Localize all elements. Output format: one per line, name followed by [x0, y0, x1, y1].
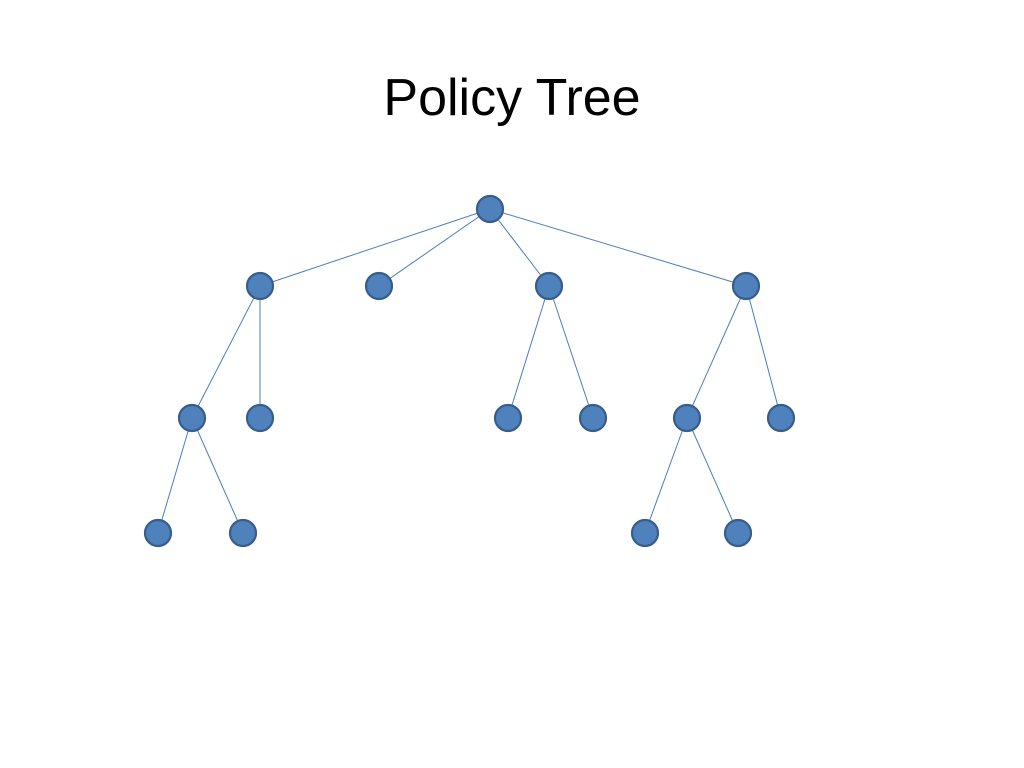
tree-node-c — [534, 271, 564, 301]
tree-edge-root-a — [259, 208, 491, 287]
tree-edge-d1-d1x — [644, 417, 688, 534]
tree-node-a — [245, 271, 275, 301]
tree-node-d — [731, 271, 761, 301]
tree-node-a1x — [143, 518, 173, 548]
tree-edge-c-c1 — [507, 285, 550, 419]
tree-node-c1 — [493, 403, 523, 433]
tree-node-a1y — [228, 518, 258, 548]
tree-edge-c-c2 — [548, 285, 594, 419]
tree-edge-d1-d1y — [686, 417, 739, 534]
tree-edge-root-c — [489, 208, 550, 287]
tree-edge-a1-a1x — [157, 417, 193, 534]
tree-edge-a1-a1y — [191, 417, 244, 534]
tree-node-root — [475, 194, 505, 224]
tree-node-d1y — [723, 518, 753, 548]
tree-edge-d-d2 — [745, 285, 782, 419]
tree-node-a2 — [245, 403, 275, 433]
tree-edge-root-b — [378, 208, 491, 287]
tree-node-b — [364, 271, 394, 301]
tree-node-c2 — [578, 403, 608, 433]
tree-node-d2 — [766, 403, 796, 433]
tree-node-a1 — [177, 403, 207, 433]
tree-edge-root-d — [489, 208, 747, 287]
tree-nodes — [143, 194, 796, 548]
tree-node-d1 — [672, 403, 702, 433]
tree-edge-d-d1 — [686, 285, 747, 419]
tree-edges — [157, 208, 782, 534]
tree-edge-a-a1 — [191, 285, 261, 419]
tree-node-d1x — [630, 518, 660, 548]
slide-title: Policy Tree — [383, 69, 641, 127]
